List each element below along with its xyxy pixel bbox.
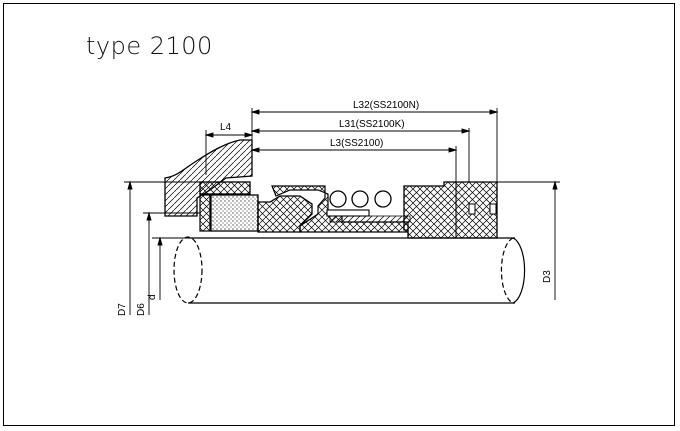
label-l31: L31(SS2100K): [339, 119, 405, 130]
shaft: [173, 236, 526, 304]
label-d6: D6: [136, 303, 147, 316]
dimension-d3: [497, 180, 560, 300]
rotating-face: [257, 195, 313, 233]
label-d3: D3: [542, 270, 553, 283]
dimension-l3: [250, 146, 458, 182]
dimension-l32: [250, 108, 499, 182]
dimension-d7: [124, 180, 200, 315]
label-l32: L32(SS2100N): [353, 100, 419, 111]
drawing-title: type 2100: [86, 32, 213, 60]
stationary-seat: [199, 181, 259, 232]
label-l3: L3(SS2100): [330, 138, 383, 149]
dimension-l4: [204, 130, 254, 175]
dimension-d: [152, 236, 188, 300]
label-d: d: [147, 294, 158, 300]
gland-housing: [164, 139, 253, 217]
dimension-d6: [143, 211, 200, 315]
retainer-band: [326, 209, 411, 223]
dimension-l31: [250, 128, 471, 182]
drive-collar: [403, 181, 498, 239]
label-l4: L4: [220, 122, 232, 133]
spring: [329, 190, 392, 208]
label-d7: D7: [117, 303, 128, 316]
